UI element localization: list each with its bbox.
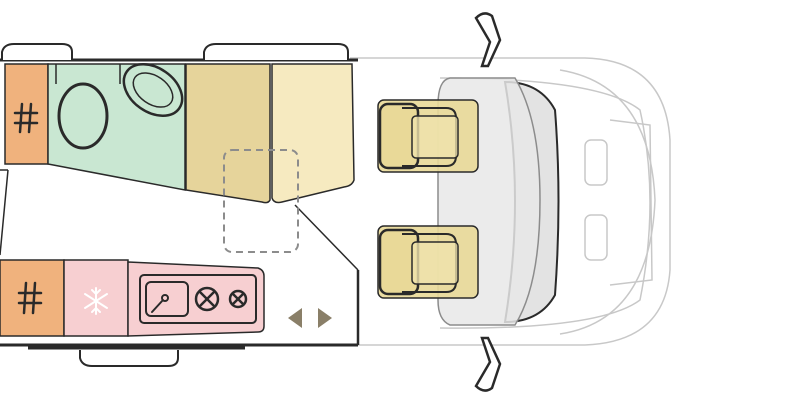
mirror-bottom [474, 336, 502, 392]
sink-icon [145, 281, 189, 317]
cab-outline [350, 57, 671, 346]
roof-bump-middle [203, 43, 349, 60]
toilet-icon [57, 82, 109, 150]
bathroom-dividers [55, 64, 121, 84]
hash-icon [17, 281, 43, 315]
washbasin-icon [122, 63, 184, 117]
wardrobe-bottom [0, 259, 65, 337]
hob-panel [139, 274, 257, 324]
bed-left [185, 63, 271, 204]
snowflake-icon [84, 287, 108, 315]
washbasin-inner [132, 72, 174, 108]
gas-burner-icon [194, 286, 220, 312]
cab-seat-bottom [377, 225, 479, 299]
sink-tap [151, 294, 169, 313]
cab-seat-top [377, 99, 479, 173]
wheel-arch-bottom [79, 350, 179, 367]
bed-right [271, 63, 355, 204]
gas-burner-icon [228, 289, 248, 309]
hash-icon [13, 102, 39, 134]
mirror-top [474, 12, 502, 68]
roof-bump-left [1, 43, 73, 60]
lift-bed-outline [223, 149, 299, 253]
left-right-arrows-icon [288, 308, 332, 328]
